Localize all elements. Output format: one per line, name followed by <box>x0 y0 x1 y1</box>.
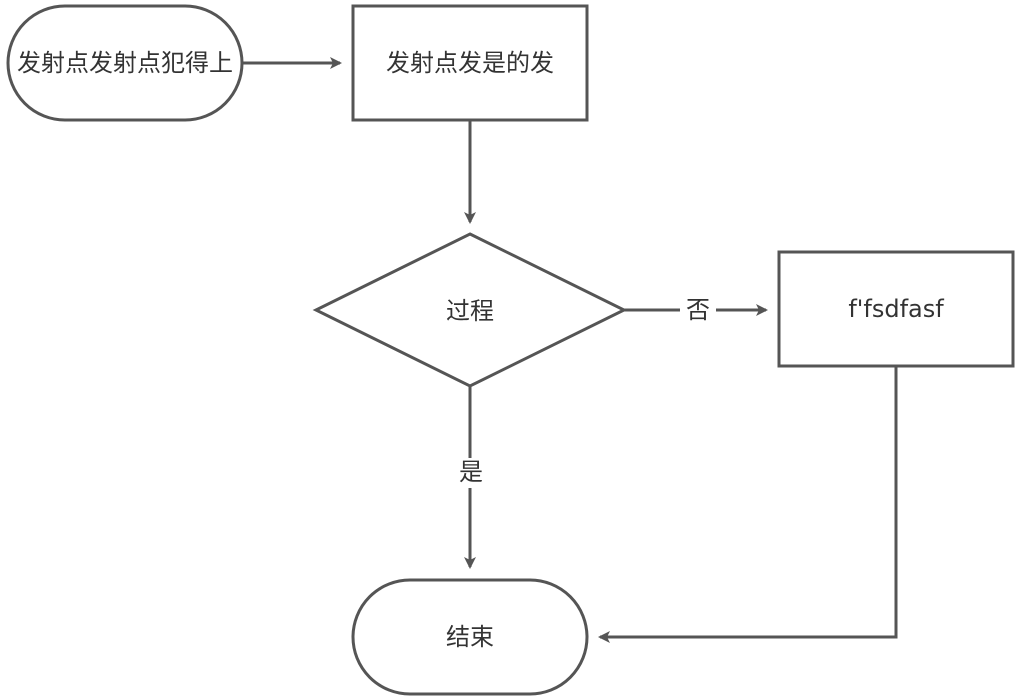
process-box-1-label: 发射点发是的发 <box>386 49 554 77</box>
process-box-1-shape[interactable] <box>351 4 589 122</box>
edge-label-no: 否 <box>680 296 716 324</box>
process-box-2-shape[interactable] <box>777 250 1015 368</box>
edge-process2-to-end <box>598 366 898 643</box>
process-box-2-label: f'fsdfasf <box>848 295 944 323</box>
edge-label-yes: 是 <box>457 458 485 488</box>
decision-label: 过程 <box>446 297 494 325</box>
start-terminal-label: 发射点发射点犯得上 <box>17 49 233 77</box>
end-terminal-shape[interactable] <box>351 578 589 696</box>
end-terminal-label: 结束 <box>446 623 494 651</box>
